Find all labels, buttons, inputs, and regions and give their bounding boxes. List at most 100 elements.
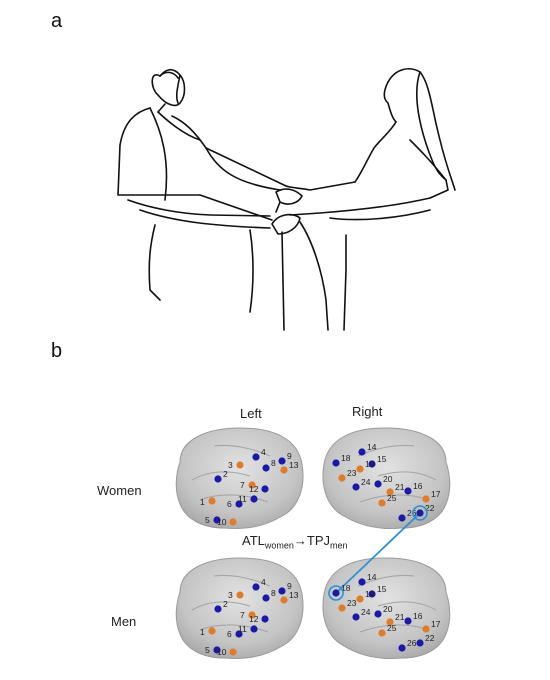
channel-13: 13 [280,460,299,474]
hand-holding-illustration [117,68,456,331]
channel-number: 1 [200,497,205,507]
channel-11: 11 [238,494,258,504]
channel-number: 21 [395,482,405,492]
channel-10: 10 [217,517,237,527]
channel-number: 25 [387,623,397,633]
connection-line [335,512,421,594]
channel-14: 14 [358,442,377,456]
channel-18: 18 [332,583,351,597]
channel-12: 12 [249,614,269,624]
channel-number: 23 [347,468,357,478]
channel-number: 2 [223,599,228,609]
channel-number: 9 [287,451,292,461]
channel-number: 20 [383,604,393,614]
channel-number: 17 [431,619,441,629]
channel-number: 4 [261,447,266,457]
brain-right-men [322,557,451,659]
left-hemisphere-label: Left [240,406,262,421]
channel-4: 4 [252,447,266,461]
channel-7: 7 [240,610,256,620]
channel-20: 20 [374,604,393,618]
channel-number: 25 [387,493,397,503]
channel-number: 24 [361,607,371,617]
channel-number: 3 [228,590,233,600]
channel-number: 14 [367,442,377,452]
connection-label: ATLwomen→TPJmen [242,533,348,551]
channel-4: 4 [252,577,266,591]
channel-5: 5 [205,515,221,525]
channel-8: 8 [262,458,276,472]
channel-23: 23 [338,598,357,612]
channel-number: 17 [431,489,441,499]
channel-17: 17 [422,489,441,503]
channel-22: 22 [416,633,435,647]
channel-19: 19 [356,589,375,603]
right-hemisphere-label: Right [352,404,383,419]
channel-number: 5 [205,515,210,525]
channel-6: 6 [227,499,243,509]
channel-number: 1 [200,627,205,637]
channel-2: 2 [214,469,228,483]
channel-1: 1 [200,627,216,637]
channel-number: 21 [395,612,405,622]
panel-label-a: a [51,10,63,32]
channel-number: 13 [289,460,299,470]
channel-19: 19 [356,459,375,473]
panel-label-b: b [51,340,63,362]
channel-16: 16 [404,481,423,495]
channel-number: 18 [341,453,351,463]
channel-number: 9 [287,581,292,591]
channel-number: 11 [238,494,247,504]
channel-3: 3 [228,590,244,600]
channel-22: 22 [416,503,435,517]
channel-20: 20 [374,474,393,488]
channel-25: 25 [378,493,397,507]
channel-17: 17 [422,619,441,633]
channel-8: 8 [262,588,276,602]
channel-15: 15 [368,584,387,598]
channel-number: 11 [238,624,247,634]
channel-23: 23 [338,468,357,482]
channel-number: 14 [367,572,377,582]
channel-18: 18 [332,453,351,467]
channel-number: 23 [347,598,357,608]
channel-9: 9 [278,451,292,465]
channel-number: 19 [365,589,375,599]
channel-number: 10 [217,647,227,657]
channel-1: 1 [200,497,216,507]
channel-7: 7 [240,480,256,490]
channel-number: 4 [261,577,266,587]
channel-3: 3 [228,460,244,470]
channel-number: 7 [240,610,245,620]
channel-number: 12 [249,484,259,494]
channel-number: 10 [217,517,227,527]
channel-24: 24 [352,607,371,621]
channel-21: 21 [386,612,405,626]
channel-number: 19 [365,459,375,469]
channel-number: 7 [240,480,245,490]
channel-5: 5 [205,645,221,655]
channel-2: 2 [214,599,228,613]
channel-11: 11 [238,624,258,634]
channel-number: 3 [228,460,233,470]
channel-number: 26 [407,508,417,518]
channel-number: 16 [413,481,423,491]
channel-number: 5 [205,645,210,655]
channel-21: 21 [386,482,405,496]
channel-26: 26 [398,638,417,652]
channel-number: 26 [407,638,417,648]
channel-number: 12 [249,614,259,624]
channel-16: 16 [404,611,423,625]
channel-14: 14 [358,572,377,586]
women-row-label: Women [97,483,142,498]
channel-9: 9 [278,581,292,595]
channel-12: 12 [249,484,269,494]
channel-number: 16 [413,611,423,621]
channel-number: 22 [425,503,435,513]
channel-10: 10 [217,647,237,657]
channel-6: 6 [227,629,243,639]
channel-number: 15 [377,454,387,464]
brain-left-men [175,557,304,659]
channel-number: 6 [227,499,232,509]
